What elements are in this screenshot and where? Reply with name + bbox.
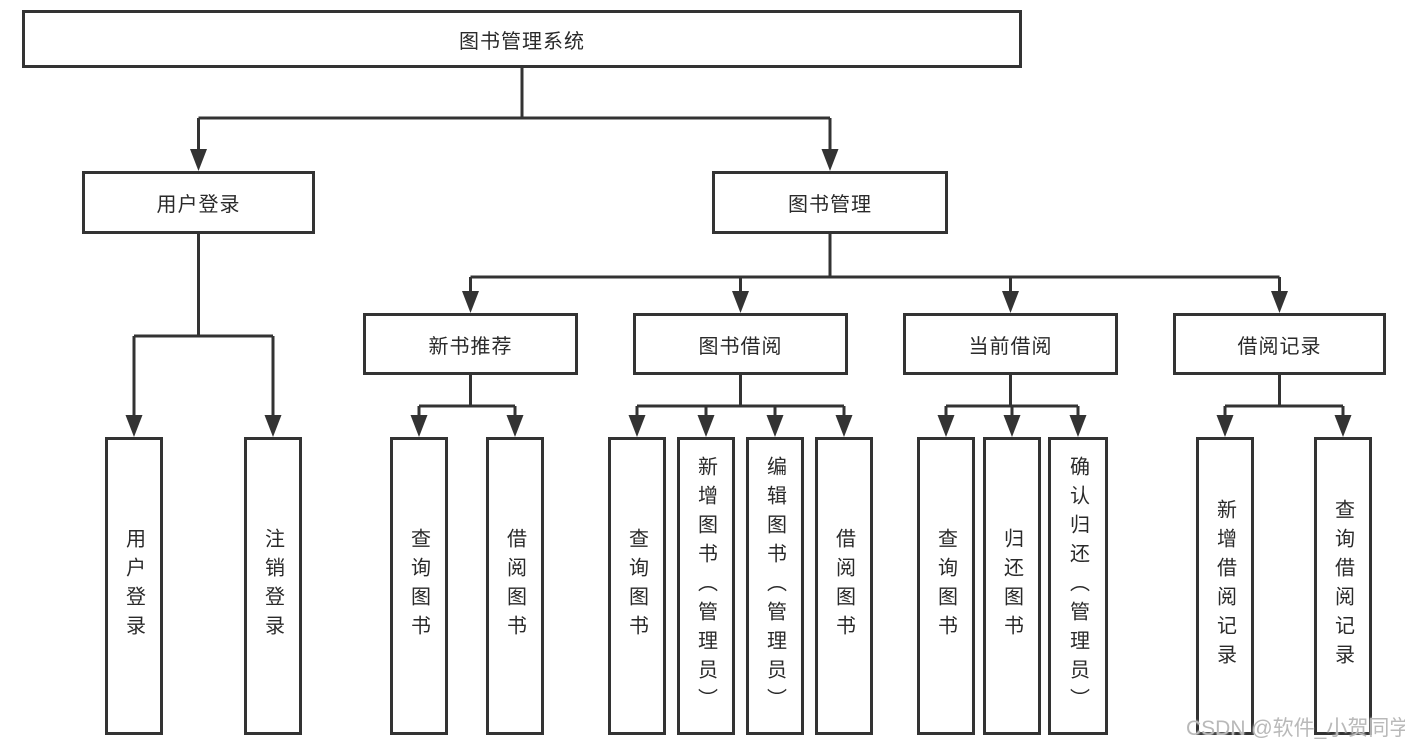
node-book-management-label: 图书管理 — [788, 194, 872, 216]
node-book-management: 图书管理 — [712, 171, 948, 234]
leaf-borrow-book-recommend-label: 借阅图书 — [503, 528, 526, 644]
node-current-borrow: 当前借阅 — [903, 313, 1118, 375]
leaf-add-book-admin-label: 新增图书（管理员） — [694, 455, 717, 717]
leaf-logout: 注销登录 — [244, 437, 302, 735]
leaf-return-book: 归还图书 — [983, 437, 1041, 735]
node-new-book-recommend: 新书推荐 — [363, 313, 578, 375]
leaf-query-book-recommend: 查询图书 — [390, 437, 448, 735]
leaf-query-borrow-record-label: 查询借阅记录 — [1331, 499, 1354, 673]
leaf-query-borrow-record: 查询借阅记录 — [1314, 437, 1372, 735]
node-borrow-records-label: 借阅记录 — [1237, 335, 1322, 358]
csdn-watermark: CSDN @软件_小贺同学 — [1186, 717, 1405, 740]
leaf-add-borrow-record: 新增借阅记录 — [1196, 437, 1254, 735]
leaf-borrow-book-label: 借阅图书 — [832, 528, 855, 644]
arrowheads — [125, 149, 1352, 437]
node-user-login: 用户登录 — [82, 171, 315, 234]
leaf-query-book-borrow: 查询图书 — [608, 437, 666, 735]
node-root-system: 图书管理系统 — [22, 10, 1022, 68]
node-book-borrow: 图书借阅 — [633, 313, 848, 375]
leaf-query-book-recommend-label: 查询图书 — [407, 528, 430, 644]
node-user-login-label: 用户登录 — [156, 194, 241, 216]
leaf-logout-label: 注销登录 — [261, 528, 284, 644]
leaf-borrow-book: 借阅图书 — [815, 437, 873, 735]
node-current-borrow-label: 当前借阅 — [968, 335, 1053, 358]
leaf-edit-book-admin: 编辑图书（管理员） — [746, 437, 804, 735]
leaf-return-book-label: 归还图书 — [1000, 528, 1023, 644]
leaf-edit-book-admin-label: 编辑图书（管理员） — [763, 455, 786, 717]
leaf-add-borrow-record-label: 新增借阅记录 — [1213, 499, 1236, 673]
leaf-query-book-borrow-label: 查询图书 — [625, 528, 648, 644]
leaf-query-book-current: 查询图书 — [917, 437, 975, 735]
leaf-add-book-admin: 新增图书（管理员） — [677, 437, 735, 735]
leaf-borrow-book-recommend: 借阅图书 — [486, 437, 544, 735]
leaf-user-login-label: 用户登录 — [122, 528, 145, 644]
leaf-confirm-return-admin: 确认归还（管理员） — [1048, 437, 1108, 735]
node-root-label: 图书管理系统 — [459, 30, 585, 53]
leaf-query-book-current-label: 查询图书 — [934, 528, 957, 644]
node-borrow-records: 借阅记录 — [1173, 313, 1386, 375]
leaf-user-login: 用户登录 — [105, 437, 163, 735]
node-new-book-recommend-label: 新书推荐 — [428, 335, 513, 358]
node-book-borrow-label: 图书借阅 — [698, 335, 783, 358]
leaf-confirm-return-admin-label: 确认归还（管理员） — [1066, 455, 1089, 717]
